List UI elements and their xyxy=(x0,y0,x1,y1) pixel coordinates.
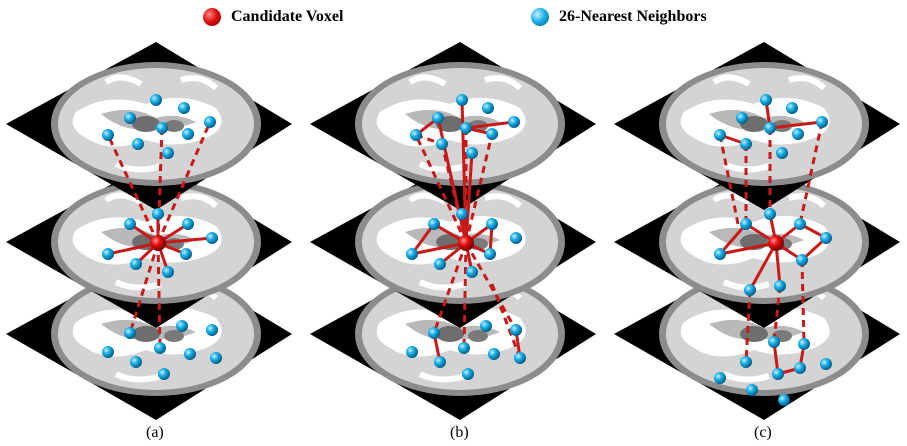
panel-c xyxy=(614,42,900,420)
legend-candidate: Candidate Voxel xyxy=(203,6,343,28)
panel-c-slice-top xyxy=(614,42,900,210)
panel-a-slice-top xyxy=(6,42,292,210)
legend-candidate-label: Candidate Voxel xyxy=(231,8,344,25)
panel-b xyxy=(310,42,596,420)
panel-b-neighbors xyxy=(406,94,526,380)
voxel-neighborhood-figure xyxy=(0,28,907,426)
panel-a-candidate-voxel xyxy=(150,235,166,251)
panel-a xyxy=(6,42,292,420)
panel-c-candidate-voxel xyxy=(768,235,784,251)
neighbor-voxel-icon xyxy=(531,8,549,26)
legend-neighbors-label: 26-Nearest Neighbors xyxy=(559,8,707,25)
legend-neighbors: 26-Nearest Neighbors xyxy=(531,6,707,28)
panel-a-caption: (a) xyxy=(146,424,164,441)
panel-b-caption: (b) xyxy=(450,424,469,441)
legend: Candidate Voxel 26-Nearest Neighbors xyxy=(0,0,907,34)
panel-a-neighbors xyxy=(102,94,222,380)
candidate-voxel-icon xyxy=(203,8,221,26)
panel-b-candidate-voxel xyxy=(458,235,474,251)
panel-c-caption: (c) xyxy=(754,424,772,441)
panel-c-neighbors xyxy=(714,94,832,406)
